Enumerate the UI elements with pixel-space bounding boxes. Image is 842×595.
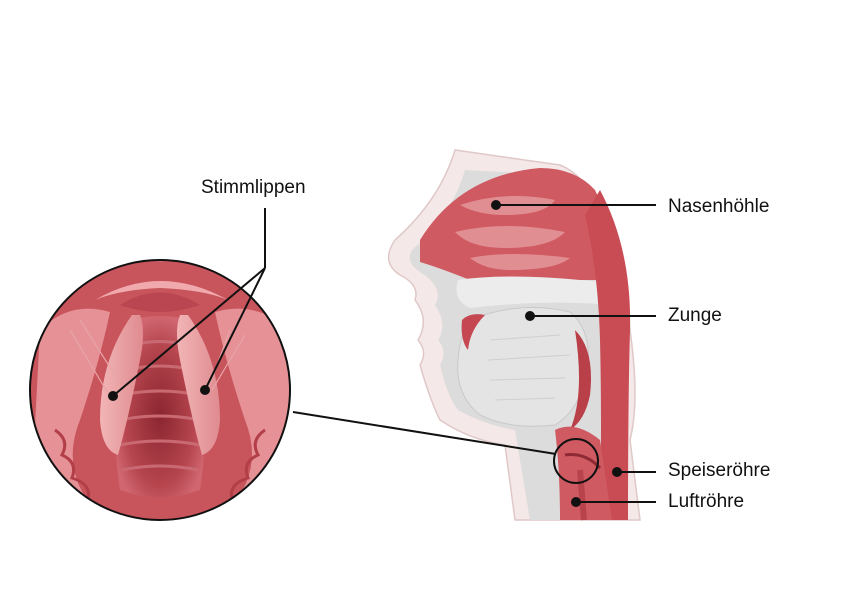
- vocal-fold-left: [100, 315, 143, 455]
- leader-dots: [108, 200, 622, 507]
- tongue-shape: [457, 307, 590, 427]
- palate: [456, 276, 605, 308]
- vocal-fold-right: [177, 315, 220, 455]
- leader-closeup-connector: [292, 411, 557, 455]
- dot-nasal-cavity: [491, 200, 501, 210]
- airway-tubes: [555, 426, 612, 520]
- nasal-cavity-shape: [420, 168, 620, 280]
- label-tongue: Zunge: [668, 305, 722, 326]
- leader-stimmlippen-left: [112, 267, 266, 397]
- larynx-closeup: [29, 259, 291, 521]
- label-esophagus: Speiseröhre: [668, 460, 771, 481]
- leader-stimmlippen-right: [204, 267, 266, 391]
- dot-trachea: [571, 497, 581, 507]
- dot-tongue: [525, 311, 535, 321]
- leader-lines: [112, 204, 656, 503]
- label-trachea: Luftröhre: [668, 491, 745, 512]
- dot-esophagus: [612, 467, 622, 477]
- closeup-border: [29, 259, 291, 521]
- label-vocal-folds: Stimmlippen: [201, 177, 306, 198]
- larynx-marker: [553, 438, 599, 484]
- dot-vocal-fold-right: [200, 385, 210, 395]
- pharynx-wall: [585, 190, 631, 520]
- head-cross-section: [387, 149, 641, 521]
- dot-vocal-fold-left: [108, 391, 118, 401]
- label-nasal-cavity: Nasenhöhle: [668, 196, 770, 217]
